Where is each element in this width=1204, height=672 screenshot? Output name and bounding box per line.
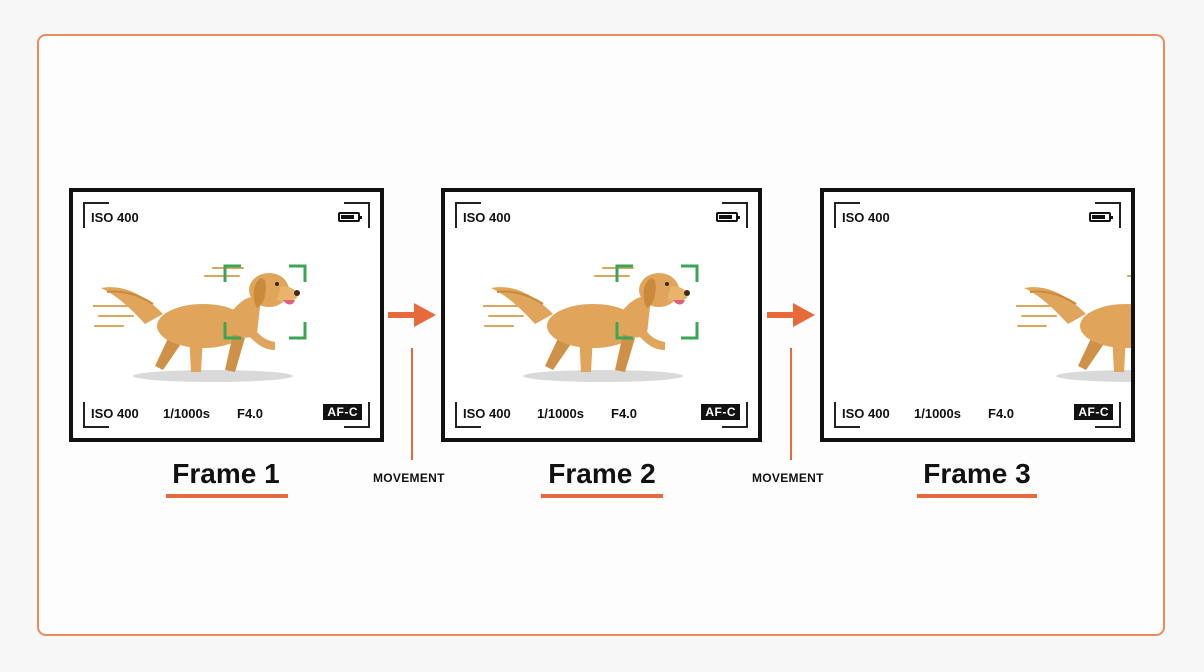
battery-icon bbox=[1089, 212, 1113, 222]
focus-box bbox=[223, 264, 307, 340]
frame-label-1: Frame 1 bbox=[172, 458, 280, 489]
frame-label-3: Frame 3 bbox=[923, 458, 1031, 489]
running-dog-image-partial bbox=[1016, 254, 1135, 384]
corner-bracket bbox=[455, 402, 481, 428]
frame-underline bbox=[917, 494, 1037, 498]
focus-box bbox=[615, 264, 699, 340]
corner-bracket bbox=[722, 202, 748, 228]
shutter-readout: 1/1000s bbox=[537, 406, 584, 421]
right-arrow-icon bbox=[388, 303, 436, 327]
af-mode-badge: AF-C bbox=[323, 404, 362, 420]
frame-underline bbox=[541, 494, 663, 498]
corner-bracket bbox=[83, 402, 109, 428]
frame-label-2: Frame 2 bbox=[548, 458, 656, 489]
viewfinder-frame-3: ISO 400 ISO 400 1/1000s F4.0 AF-C bbox=[820, 188, 1135, 442]
battery-icon bbox=[338, 212, 362, 222]
connector-line bbox=[411, 348, 413, 460]
corner-bracket bbox=[1095, 202, 1121, 228]
corner-bracket bbox=[83, 202, 109, 228]
iso-bottom-readout: ISO 400 bbox=[91, 406, 139, 421]
viewfinder-frame-2: ISO 400 ISO 400 1/1000s F4.0 AF-C bbox=[441, 188, 762, 442]
corner-bracket bbox=[344, 202, 370, 228]
shutter-readout: 1/1000s bbox=[163, 406, 210, 421]
frame-underline bbox=[166, 494, 288, 498]
corner-bracket bbox=[1095, 402, 1121, 428]
iso-bottom-readout: ISO 400 bbox=[842, 406, 890, 421]
battery-icon bbox=[716, 212, 740, 222]
corner-bracket bbox=[834, 402, 860, 428]
movement-label: MOVEMENT bbox=[373, 471, 445, 485]
viewfinder-frame-1: ISO 400 ISO 400 1/1000s F4.0 AF-C bbox=[69, 188, 384, 442]
corner-bracket bbox=[344, 402, 370, 428]
iso-top-readout: ISO 400 bbox=[842, 210, 890, 225]
right-arrow-icon bbox=[767, 303, 815, 327]
iso-top-readout: ISO 400 bbox=[91, 210, 139, 225]
corner-bracket bbox=[834, 202, 860, 228]
aperture-readout: F4.0 bbox=[237, 406, 264, 421]
corner-bracket bbox=[722, 402, 748, 428]
movement-label: MOVEMENT bbox=[752, 471, 824, 485]
shutter-readout: 1/1000s bbox=[914, 406, 961, 421]
af-mode-badge: AF-C bbox=[701, 404, 740, 420]
corner-bracket bbox=[455, 202, 481, 228]
af-mode-badge: AF-C bbox=[1074, 404, 1113, 420]
aperture-readout: F4.0 bbox=[611, 406, 638, 421]
iso-bottom-readout: ISO 400 bbox=[463, 406, 511, 421]
connector-line bbox=[790, 348, 792, 460]
aperture-readout: F4.0 bbox=[988, 406, 1015, 421]
iso-top-readout: ISO 400 bbox=[463, 210, 511, 225]
